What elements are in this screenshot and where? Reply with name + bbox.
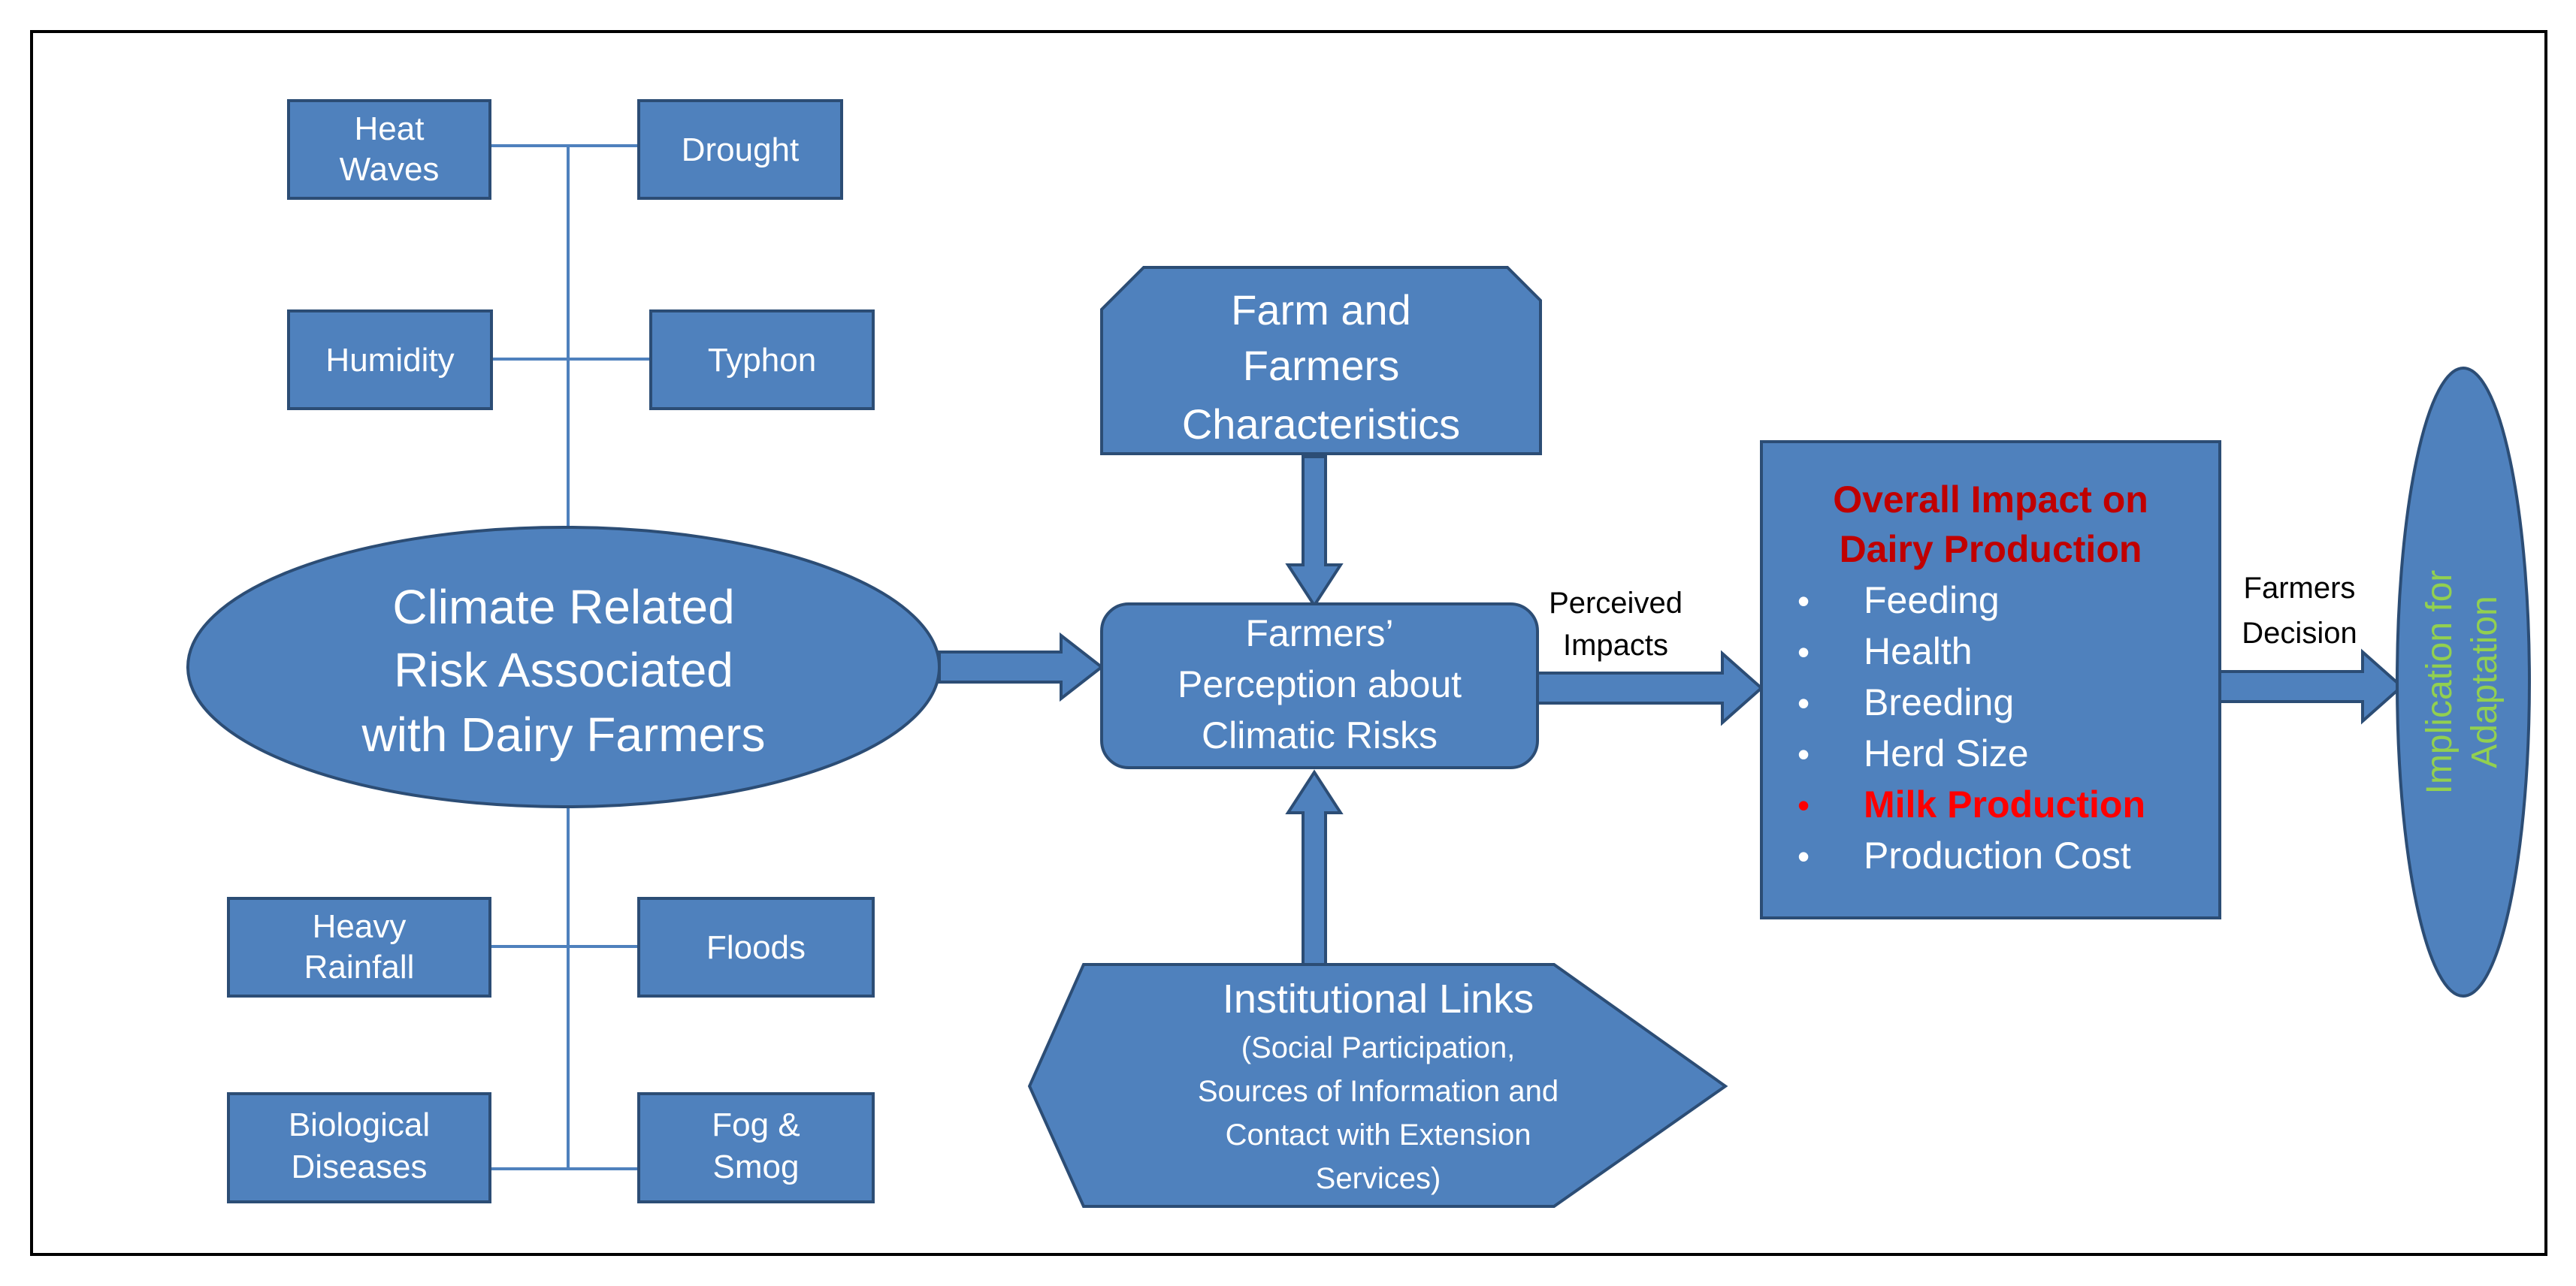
adaptation-line-2: Adaptation: [2465, 596, 2505, 768]
farmers-decision-line-2: Decision: [2242, 617, 2357, 650]
impact-bullet: •: [1797, 786, 1810, 825]
arrow-risk-to-perception: [938, 632, 1105, 702]
impact-item-health: Health: [1864, 630, 1973, 672]
biological-diseases-line-2: Diseases: [292, 1149, 428, 1185]
arrow-impact-to-adaptation: [2218, 648, 2405, 725]
arrow-perception-to-impact: [1536, 650, 1764, 726]
impact-title-line-2: Dairy Production: [1840, 528, 2142, 570]
biological-diseases-node: Biological Diseases: [227, 1092, 491, 1203]
institutional-detail-3: Contact with Extension: [1226, 1118, 1531, 1152]
perceived-impacts-line-2: Impacts: [1563, 629, 1668, 662]
institutional-detail-2: Sources of Information and: [1198, 1075, 1559, 1108]
farm-characteristics-line-2: Farmers: [1243, 342, 1399, 389]
heat-waves-node: Heat Waves: [287, 99, 491, 200]
perceived-impacts-line-1: Perceived: [1549, 587, 1683, 620]
arrow-institutional-to-perception: [1285, 769, 1344, 968]
impact-item-milk-production: Milk Production: [1864, 783, 2145, 826]
heat-waves-line-1: Heat: [355, 110, 425, 147]
humidity-node: Humidity: [287, 309, 493, 410]
perception-line-3: Climatic Risks: [1202, 714, 1438, 756]
arrow-characteristics-to-perception: [1285, 455, 1344, 608]
heavy-rainfall-node: Heavy Rainfall: [227, 897, 491, 998]
perception-node: Farmers’ Perception about Climatic Risks: [1100, 602, 1539, 769]
floods-node: Floods: [637, 897, 875, 998]
typhon-node: Typhon: [649, 309, 875, 410]
heavy-rainfall-line-1: Heavy: [313, 908, 407, 945]
biological-diseases-line-1: Biological: [289, 1106, 430, 1143]
climate-risk-line-1: Climate Related: [392, 580, 734, 634]
institutional-links-node: Institutional Links (Social Participatio…: [1027, 963, 1728, 1208]
typhon-label: Typhon: [708, 342, 816, 379]
perception-line-1: Farmers’: [1245, 612, 1393, 654]
impact-list: • Feeding • Health • Breeding • Herd Size • Milk …: [1797, 579, 2145, 877]
fog-smog-line-2: Smog: [713, 1149, 800, 1185]
heavy-rainfall-line-2: Rainfall: [304, 949, 415, 986]
risk-tree-connectors: [488, 144, 649, 1170]
arrow-labels: Perceived Impacts Farmers Decision: [1549, 572, 2357, 662]
drought-label: Drought: [682, 131, 800, 168]
overall-impact-node: Overall Impact on Dairy Production • Feed…: [1760, 440, 2221, 919]
impact-bullet: •: [1797, 581, 1810, 620]
farm-characteristics-line-1: Farm and: [1231, 286, 1411, 334]
impact-item-production-cost: Production Cost: [1864, 835, 2131, 877]
fog-smog-node: Fog & Smog: [637, 1092, 875, 1203]
impact-item-herd-size: Herd Size: [1864, 732, 2029, 774]
climate-risk-node: Climate Related Risk Associated with Dai…: [186, 526, 941, 808]
perception-line-2: Perception about: [1178, 663, 1462, 705]
humidity-label: Humidity: [325, 342, 454, 379]
adaptation-line-1: Implication for: [2420, 570, 2460, 795]
impact-bullet: •: [1797, 735, 1810, 774]
fog-smog-line-1: Fog &: [712, 1106, 800, 1143]
floods-label: Floods: [706, 929, 806, 966]
institutional-detail-4: Services): [1316, 1162, 1441, 1195]
climate-risk-line-3: with Dairy Farmers: [361, 708, 766, 762]
impact-bullet: •: [1797, 632, 1810, 672]
impact-bullet: •: [1797, 684, 1810, 723]
impact-item-feeding: Feeding: [1864, 579, 2000, 621]
impact-title-line-1: Overall Impact on: [1833, 478, 2148, 521]
farm-characteristics-line-3: Characteristics: [1182, 400, 1460, 448]
impact-bullet: •: [1797, 837, 1810, 876]
drought-node: Drought: [637, 99, 843, 200]
farmers-decision-line-1: Farmers: [2244, 572, 2356, 605]
impact-item-breeding: Breeding: [1864, 681, 2014, 723]
heat-waves-line-2: Waves: [340, 151, 440, 188]
institutional-detail-1: (Social Participation,: [1241, 1031, 1516, 1064]
arrows: [938, 455, 2405, 968]
farm-characteristics-node: Farm and Farmers Characteristics: [1100, 266, 1542, 455]
adaptation-node: Implication for Adaptation: [2396, 367, 2531, 998]
climate-risk-line-2: Risk Associated: [394, 643, 733, 697]
institutional-title: Institutional Links: [1223, 977, 1534, 1022]
